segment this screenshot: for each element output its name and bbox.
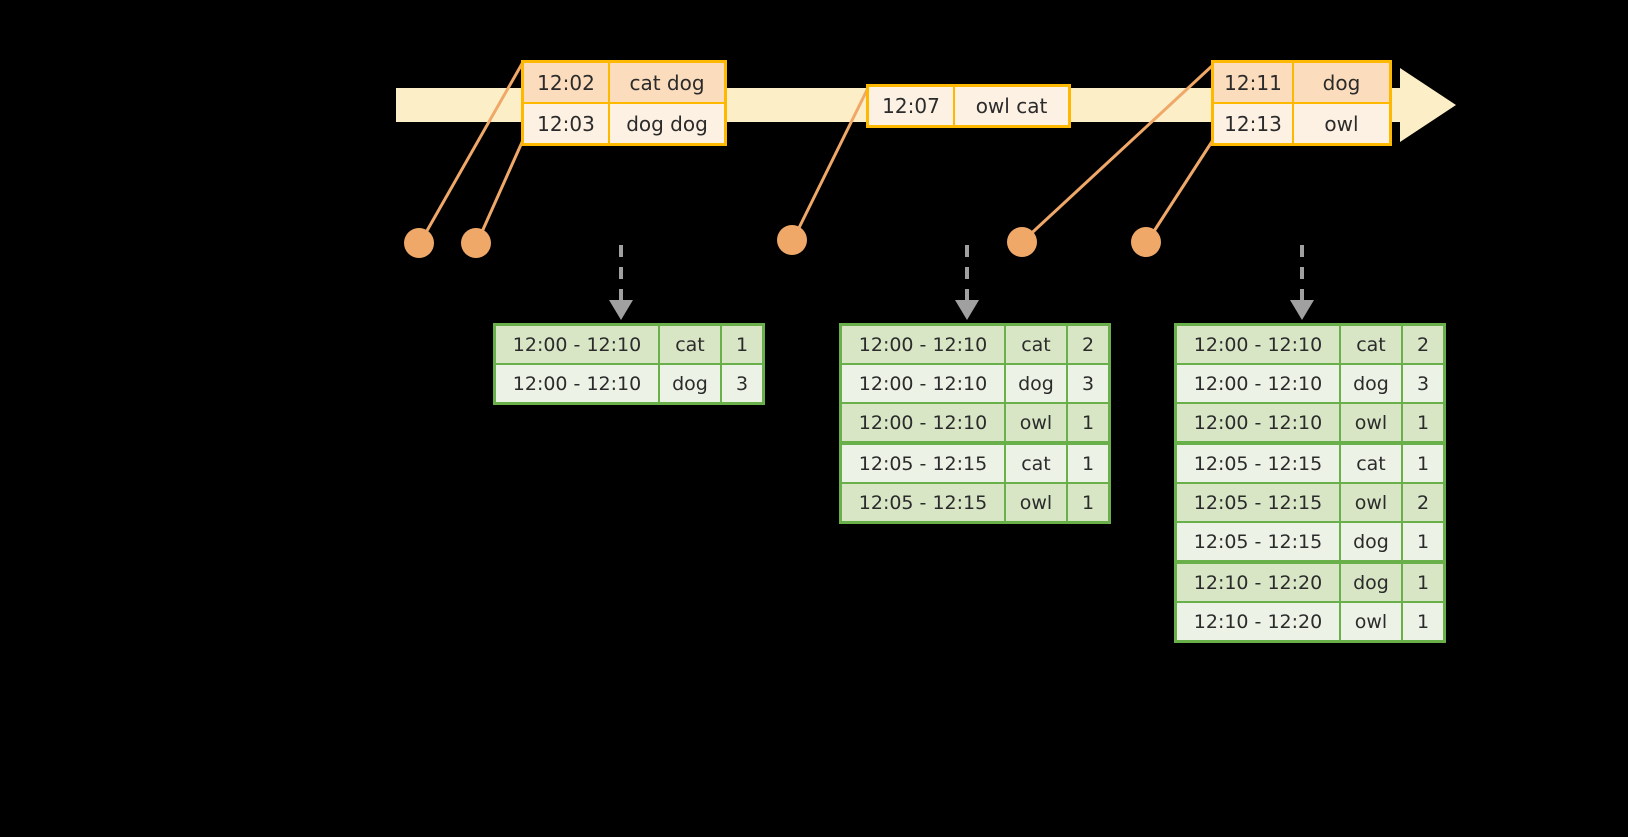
cell-window: 12:00 - 12:10 — [1177, 365, 1339, 402]
cell-word: dog — [1006, 365, 1066, 402]
event-time: 12:02 — [524, 63, 610, 102]
event-time: 12:07 — [869, 87, 955, 125]
cell-window: 12:00 - 12:10 — [1177, 326, 1339, 363]
cell-word: dog — [660, 365, 720, 402]
event-time: 12:11 — [1214, 63, 1294, 102]
cell-count: 2 — [1403, 484, 1443, 521]
event-dot-3 — [777, 225, 807, 255]
cell-window: 12:05 - 12:15 — [1177, 445, 1339, 482]
cell-count: 1 — [1403, 564, 1443, 601]
cell-word: owl — [1006, 404, 1066, 441]
cell-count: 1 — [1068, 484, 1108, 521]
cell-window: 12:00 - 12:10 — [842, 326, 1004, 363]
cell-word: owl — [1006, 484, 1066, 521]
event-dot-1 — [404, 228, 434, 258]
event-group-2[interactable]: 12:07 owl cat — [866, 84, 1071, 128]
cell-word: cat — [660, 326, 720, 363]
cell-word: owl — [1341, 404, 1401, 441]
event-dot-2 — [461, 228, 491, 258]
cell-word: cat — [1341, 445, 1401, 482]
event-time: 12:13 — [1214, 104, 1294, 143]
event-words: cat dog — [629, 70, 705, 95]
cell-count: 3 — [722, 365, 762, 402]
event-group-3[interactable]: 12:11 dog 12:13 owl — [1211, 60, 1392, 146]
event-dot-5 — [1131, 227, 1161, 257]
cell-count: 2 — [1403, 326, 1443, 363]
cell-count: 1 — [1403, 445, 1443, 482]
cell-window: 12:10 - 12:20 — [1177, 564, 1339, 601]
cell-window: 12:05 - 12:15 — [1177, 523, 1339, 560]
event-words: dog — [1322, 70, 1361, 95]
cell-window: 12:00 - 12:10 — [496, 326, 658, 363]
event-row[interactable]: 12:07 owl cat — [869, 87, 1068, 125]
cell-count: 1 — [1068, 445, 1108, 482]
cell-word: cat — [1006, 326, 1066, 363]
event-words: dog dog — [626, 111, 708, 136]
cell-window: 12:00 - 12:10 — [842, 365, 1004, 402]
cell-window: 12:00 - 12:10 — [1177, 404, 1339, 441]
event-row[interactable]: 12:13 owl — [1214, 102, 1389, 143]
event-row[interactable]: 12:03 dog dog — [524, 102, 724, 143]
cell-count: 1 — [722, 326, 762, 363]
cell-count: 3 — [1403, 365, 1443, 402]
event-words: owl — [1324, 111, 1359, 136]
cell-count: 1 — [1403, 523, 1443, 560]
cell-window: 12:10 - 12:20 — [1177, 603, 1339, 640]
event-group-1[interactable]: 12:02 cat dog 12:03 dog dog — [521, 60, 727, 146]
cell-window: 12:05 - 12:15 — [1177, 484, 1339, 521]
cell-word: cat — [1341, 326, 1401, 363]
cell-word: owl — [1341, 603, 1401, 640]
cell-word: dog — [1341, 365, 1401, 402]
cell-window: 12:00 - 12:10 — [842, 404, 1004, 441]
cell-count: 1 — [1403, 404, 1443, 441]
cell-count: 1 — [1403, 603, 1443, 640]
event-row[interactable]: 12:02 cat dog — [524, 63, 724, 102]
cell-word: dog — [1341, 523, 1401, 560]
dashed-arrows — [619, 245, 1304, 300]
cell-word: owl — [1341, 484, 1401, 521]
cell-window: 12:05 - 12:15 — [842, 484, 1004, 521]
event-row[interactable]: 12:11 dog — [1214, 63, 1389, 102]
cell-count: 3 — [1068, 365, 1108, 402]
cell-window: 12:05 - 12:15 — [842, 445, 1004, 482]
cell-count: 1 — [1068, 404, 1108, 441]
event-time: 12:03 — [524, 104, 610, 143]
event-dot-4 — [1007, 227, 1037, 257]
event-words: owl cat — [975, 94, 1048, 118]
cell-word: cat — [1006, 445, 1066, 482]
event-dots — [404, 225, 1161, 258]
dashed-arrow-heads — [609, 300, 1314, 320]
cell-count: 2 — [1068, 326, 1108, 363]
cell-window: 12:00 - 12:10 — [496, 365, 658, 402]
cell-word: dog — [1341, 564, 1401, 601]
